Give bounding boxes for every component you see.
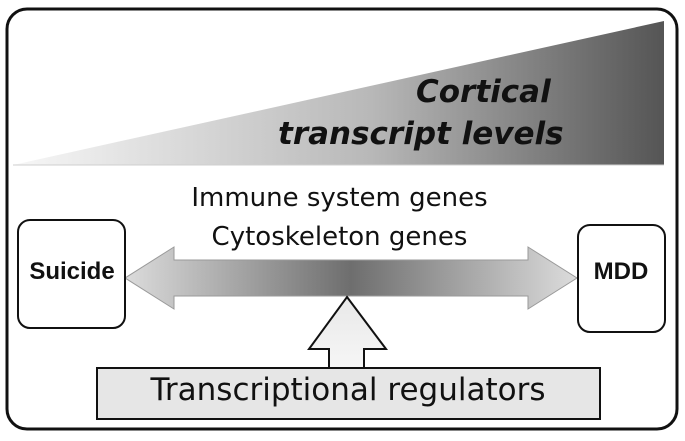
suicide-node [17,219,126,329]
regulators-box [96,367,601,420]
regulators-label: Transcriptional regulators [150,372,546,408]
wedge-label-line1: Cortical [416,74,551,110]
transcript-level-wedge [13,21,664,165]
mdd-node [577,224,666,333]
gene-label-immune: Immune system genes [191,183,488,213]
wedge-label-line2: transcript levels [278,116,564,152]
mdd-label: MDD [593,258,649,285]
gene-label-cytoskeleton: Cytoskeleton genes [211,222,468,252]
suicide-label: Suicide [29,258,115,285]
